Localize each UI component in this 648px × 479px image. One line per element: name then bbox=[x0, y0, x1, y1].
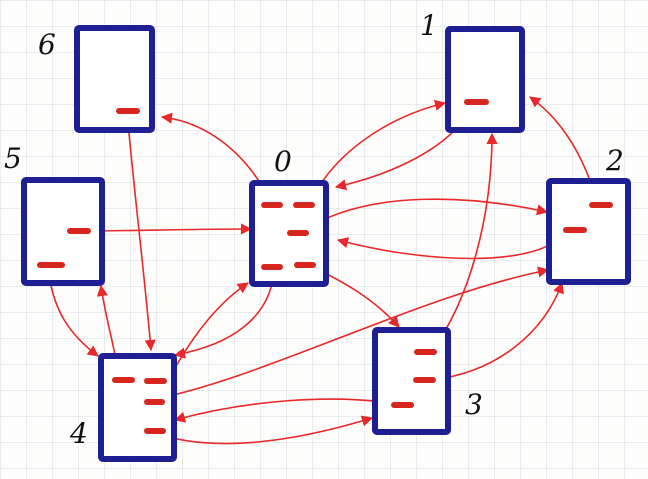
node-3: 3 bbox=[372, 327, 483, 435]
node-4-label: 4 bbox=[69, 417, 88, 450]
node-3-label: 3 bbox=[465, 388, 483, 421]
node-4-box bbox=[98, 353, 177, 462]
node-6-box bbox=[74, 25, 155, 133]
node-1-label: 1 bbox=[420, 9, 438, 42]
node-6: 6 bbox=[38, 25, 155, 133]
node-0: 0 bbox=[249, 145, 329, 287]
node-2-box bbox=[546, 178, 631, 285]
edge-2-0 bbox=[336, 231, 568, 260]
edge-4-0 bbox=[169, 282, 249, 378]
edge-0-2 bbox=[307, 198, 549, 229]
node-6-label: 6 bbox=[38, 28, 56, 61]
edge-3-2 bbox=[430, 281, 564, 381]
node-2: 2 bbox=[546, 144, 631, 285]
node-1-box bbox=[445, 26, 525, 133]
node-1: 1 bbox=[420, 9, 525, 133]
edge-0-1 bbox=[317, 99, 447, 189]
node-0-label: 0 bbox=[274, 145, 292, 178]
node-5: 5 bbox=[4, 142, 105, 286]
node-2-label: 2 bbox=[605, 144, 624, 177]
edge-4-3 bbox=[151, 415, 374, 445]
edge-4-2 bbox=[149, 266, 550, 401]
edge-6-4 bbox=[126, 111, 156, 352]
edge-3-1 bbox=[430, 132, 498, 353]
node-4: 4 bbox=[69, 353, 177, 462]
edge-3-4 bbox=[173, 398, 405, 423]
node-3-box bbox=[372, 327, 451, 435]
node-5-label: 5 bbox=[4, 142, 22, 175]
node-5-box bbox=[21, 177, 105, 286]
edge-0-6 bbox=[160, 112, 263, 187]
